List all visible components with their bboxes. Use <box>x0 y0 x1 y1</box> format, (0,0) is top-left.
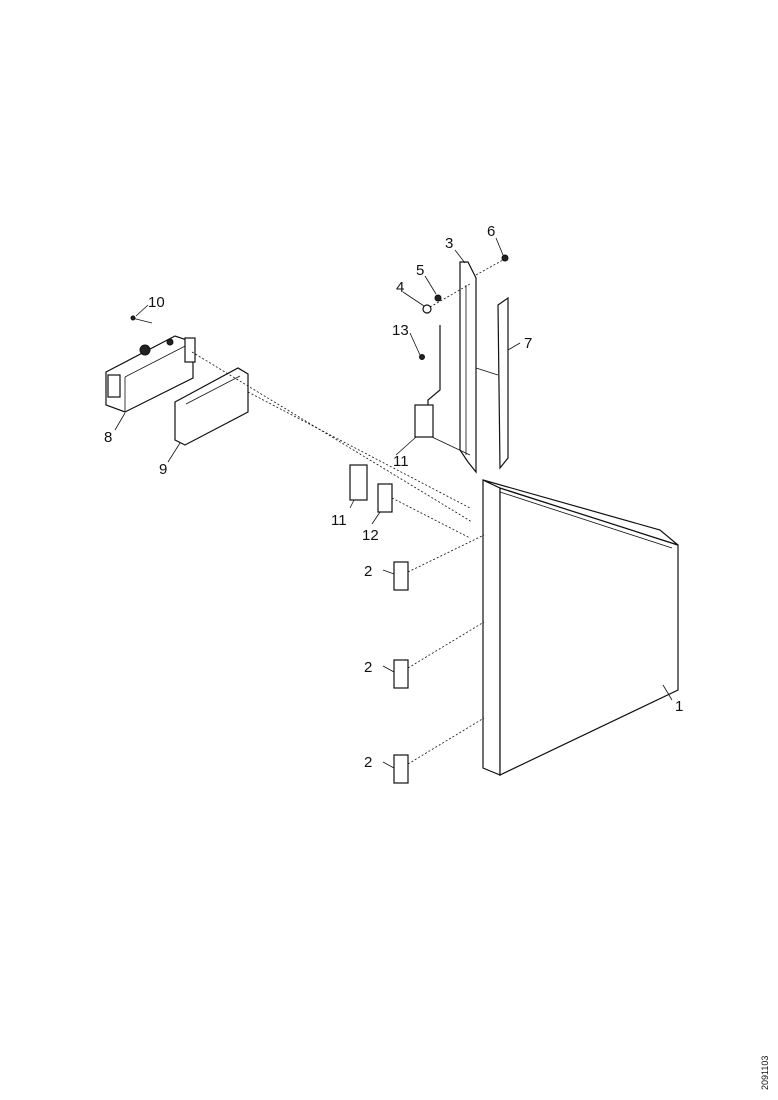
callout-10: 10 <box>148 294 165 311</box>
handle-bracket <box>105 335 196 413</box>
callout-labels: 1 2 2 2 3 4 5 6 7 8 9 10 11 11 12 13 <box>104 223 683 771</box>
bracket-screw <box>130 315 153 324</box>
callout-5: 5 <box>416 262 424 279</box>
latch-blocks <box>349 464 393 513</box>
callout-12: 12 <box>362 527 379 544</box>
callout-9: 9 <box>159 461 167 478</box>
hinge-trim-strip <box>459 261 477 474</box>
callout-4: 4 <box>396 279 404 296</box>
callout-3: 3 <box>445 235 453 252</box>
upper-hinge-bracket <box>414 325 471 456</box>
assembly-lines <box>191 351 473 539</box>
door-panel <box>482 479 679 776</box>
drawing-code: 2091103 <box>760 1056 770 1090</box>
door-gasket-strip <box>497 296 509 470</box>
callout-2-middle: 2 <box>364 659 372 676</box>
hinge-clip-set <box>393 534 485 784</box>
callout-13: 13 <box>392 322 409 339</box>
callout-7: 7 <box>524 335 532 352</box>
callout-leaders <box>114 237 673 769</box>
callout-8: 8 <box>104 429 112 446</box>
screw-assembly <box>419 254 509 360</box>
handle-plate <box>174 367 249 446</box>
callout-2-bottom: 2 <box>364 754 372 771</box>
callout-11-lower: 11 <box>331 512 347 529</box>
callout-11-upper: 11 <box>393 453 409 470</box>
callout-6: 6 <box>487 223 495 240</box>
callout-2-top: 2 <box>364 563 372 580</box>
callout-1: 1 <box>675 698 683 715</box>
